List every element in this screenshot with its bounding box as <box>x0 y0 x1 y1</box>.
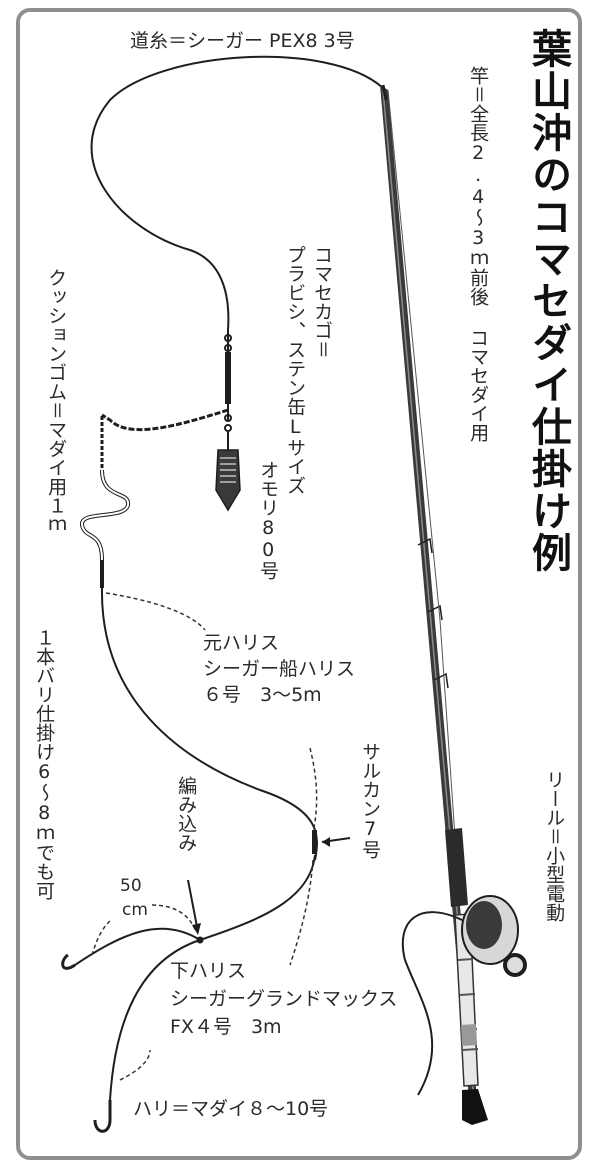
cushion-gum-label: クッションゴム＝マダイ用１ｍ <box>45 268 68 534</box>
rod-butt <box>462 1089 488 1125</box>
komase-kago-label-2: プラビシ、ステン缶Lサイズ <box>284 245 307 495</box>
sinker <box>215 432 241 512</box>
cushion-gum <box>80 416 130 588</box>
branch-line <box>74 927 201 966</box>
rod-guides <box>417 537 449 689</box>
hook-label: ハリ＝マダイ８～10号 <box>133 1098 329 1120</box>
main-line <box>90 55 384 331</box>
swivel-label: サルカン7号 <box>359 742 382 859</box>
reel-label: リール＝小型電動 <box>543 770 566 922</box>
sinker-label: オモリ80号 <box>257 460 280 580</box>
main-line-label: 道糸＝シーガー PEX8 3号 <box>130 30 355 52</box>
shita-harisu-label-2: シーガーグランドマックス <box>170 988 398 1010</box>
shita-harisu-label-3: FX４号 3m <box>170 1016 282 1038</box>
lower-hook <box>93 1100 112 1133</box>
swivel <box>312 830 351 854</box>
knot-mark <box>196 936 204 944</box>
rod-label: 竿＝全長2.4～3ｍ前後 コマセダイ用 <box>467 66 490 442</box>
branch-length-value: 50 <box>120 876 142 896</box>
tenbin-arm <box>101 408 229 432</box>
rod-grip <box>445 828 488 1125</box>
upper-hook <box>61 953 76 970</box>
diagram-title: 葉山沖のコマセダイ仕掛け例 <box>525 28 571 574</box>
knot-arrow <box>187 879 199 933</box>
moto-harisu-label-1: 元ハリス <box>203 632 280 654</box>
moto-harisu-label-2: シーガー船ハリス <box>203 658 356 680</box>
komase-kago <box>224 330 232 432</box>
electric-reel <box>401 895 527 1096</box>
branch-length-unit: cm <box>122 900 148 920</box>
one-hook-rig-label: １本バリ仕掛け6～8ｍでも可 <box>33 628 56 900</box>
diagram-frame <box>16 8 582 1160</box>
moto-harisu-line <box>100 587 318 861</box>
knot-label: 編み込み <box>175 776 198 852</box>
shita-harisu-label-1: 下ハリス <box>170 960 247 982</box>
moto-harisu-label-3: ６号 3～5m <box>203 684 322 706</box>
line-along-rod <box>387 89 459 881</box>
reel-cord <box>401 911 463 1096</box>
komase-kago-label-1: コマセカゴ＝ <box>311 245 334 359</box>
